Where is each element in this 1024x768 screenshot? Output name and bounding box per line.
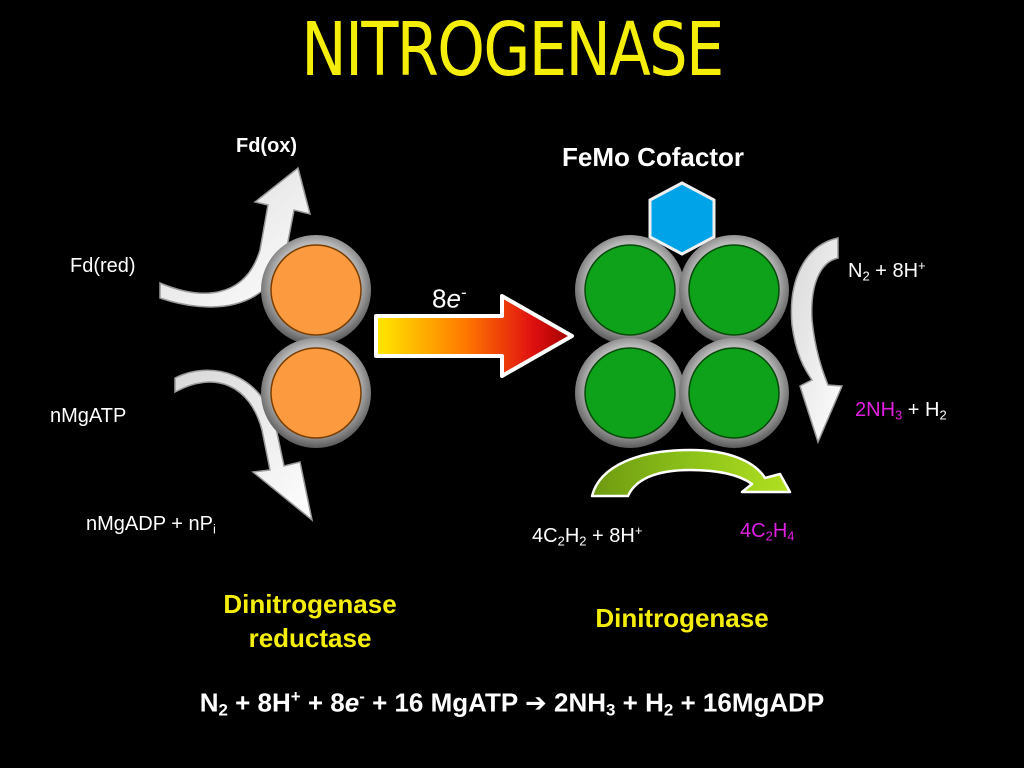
- fd-red-label: Fd(red): [70, 255, 136, 277]
- mgatp-label: nMgATP: [50, 405, 127, 427]
- page-title: NITROGENASE: [301, 7, 724, 93]
- fd-ox-label: Fd(ox): [236, 135, 298, 157]
- acetylene-curved-arrow: [590, 448, 792, 498]
- femo-cofactor-label: FeMo Cofactor: [562, 142, 744, 172]
- n2-substrate-label: N2 + 8H+: [848, 258, 926, 284]
- mgadp-label: nMgADP + nPi: [86, 513, 216, 537]
- reductase-subunits: [261, 235, 371, 448]
- dinitrogenase-name: Dinitrogenase: [595, 603, 769, 633]
- ammonia-product-label: 2NH3 + H2: [855, 399, 947, 423]
- ethylene-label: 4C2H4: [740, 520, 795, 544]
- reductase-name: Dinitrogenase reductase: [223, 589, 397, 653]
- femo-cofactor-hexagon: [648, 181, 716, 256]
- acetylene-label: 4C2H2 + 8H+: [532, 523, 643, 549]
- overall-equation: N2 + 8H+ + 8e- + 16 MgATP ➔ 2NH3 + H2 + …: [199, 687, 825, 720]
- n2-curved-arrow: [790, 237, 844, 445]
- electron-transfer-arrow: [374, 294, 574, 378]
- atp-curved-arrow: [174, 369, 314, 522]
- dinitrogenase-subunits: [575, 235, 789, 448]
- electron-label: 8e-: [432, 283, 467, 314]
- reaction-arrow-icon: ➔: [524, 687, 547, 718]
